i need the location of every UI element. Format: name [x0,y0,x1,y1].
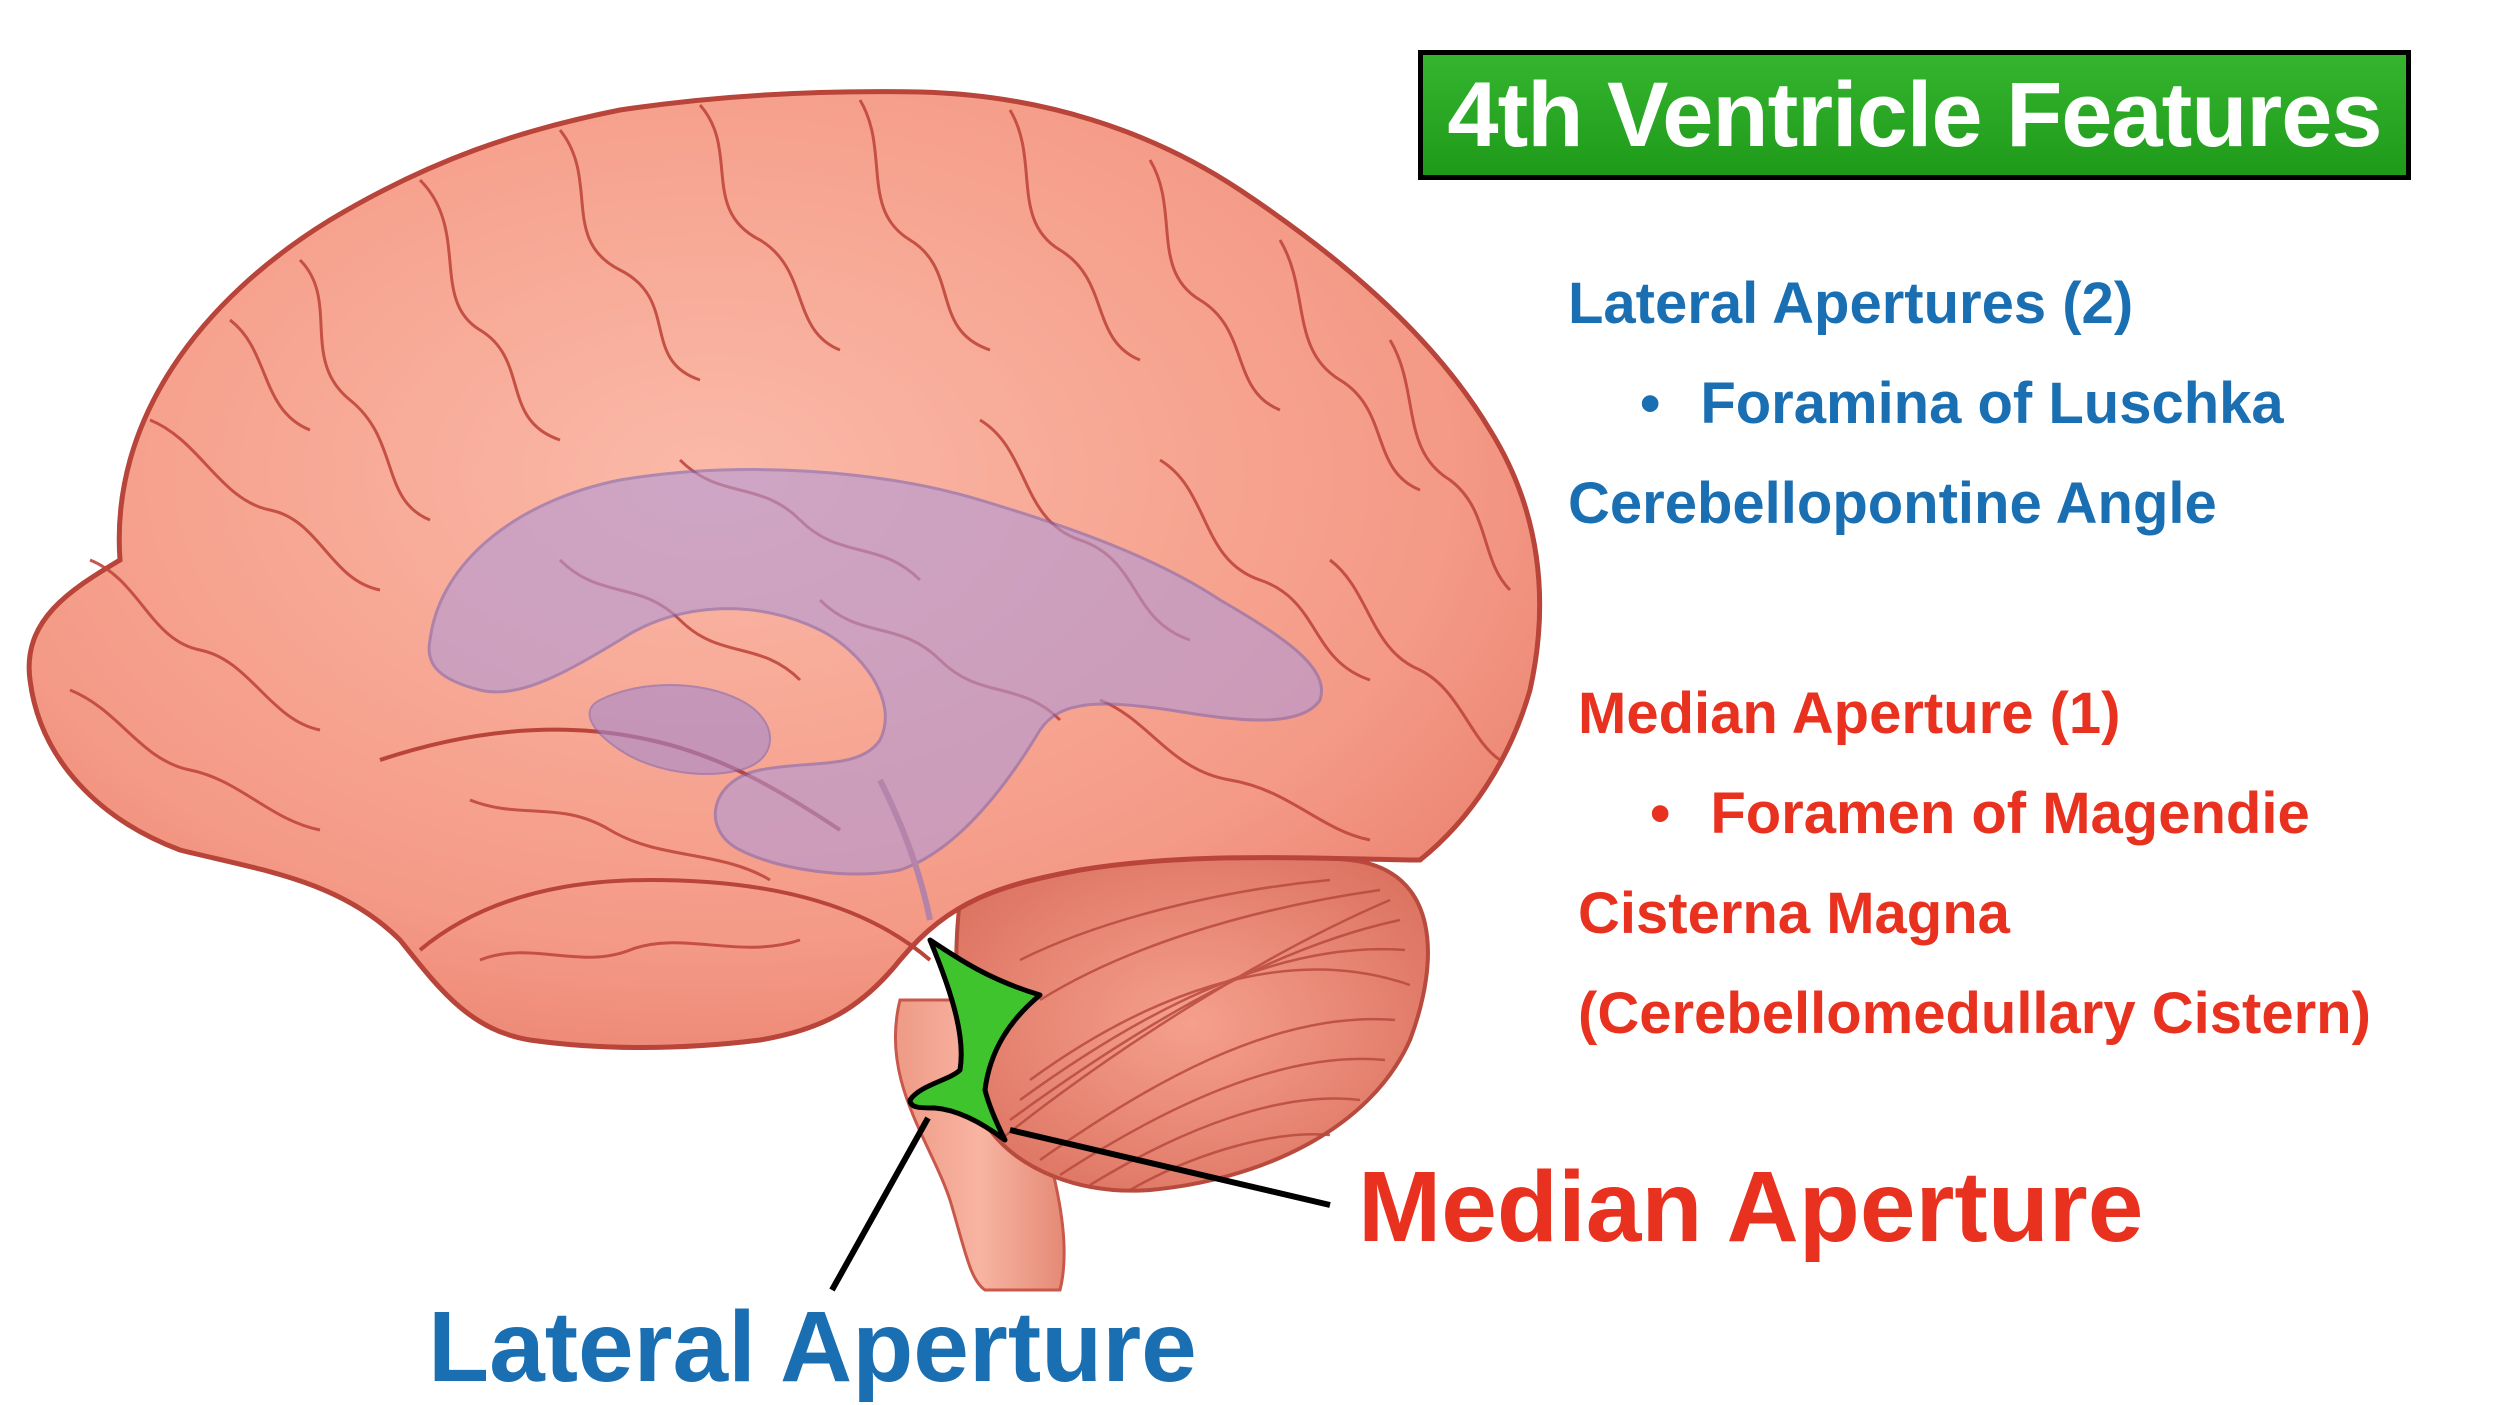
lateral-aperture-pointer [829,1116,931,1292]
lateral-aperture-label: Lateral Aperture [428,1291,1197,1403]
cerebellum [954,854,1430,1193]
title-box: 4th Ventricle Features [1418,50,2411,180]
median-aperture-pointer [1009,1127,1331,1208]
fourth-ventricle [907,937,1043,1143]
median-aperture-heading: Median Aperture (1) [1578,681,2121,746]
ventricular-system [427,468,1323,921]
lateral-apertures-bullet: Foramina of Luschka [1640,370,2283,437]
median-aperture-location: Cisterna Magna [1578,881,2010,946]
lateral-apertures-location: Cerebellopontine Angle [1568,471,2217,536]
median-aperture-bullet: Foramen of Magendie [1650,780,2309,847]
page-title: 4th Ventricle Features [1447,63,2382,166]
median-aperture-location-alt: (Cerebellomedullary Cistern) [1578,981,2371,1046]
lateral-apertures-heading: Lateral Apertures (2) [1568,271,2134,336]
median-aperture-label: Median Aperture [1358,1151,2144,1263]
